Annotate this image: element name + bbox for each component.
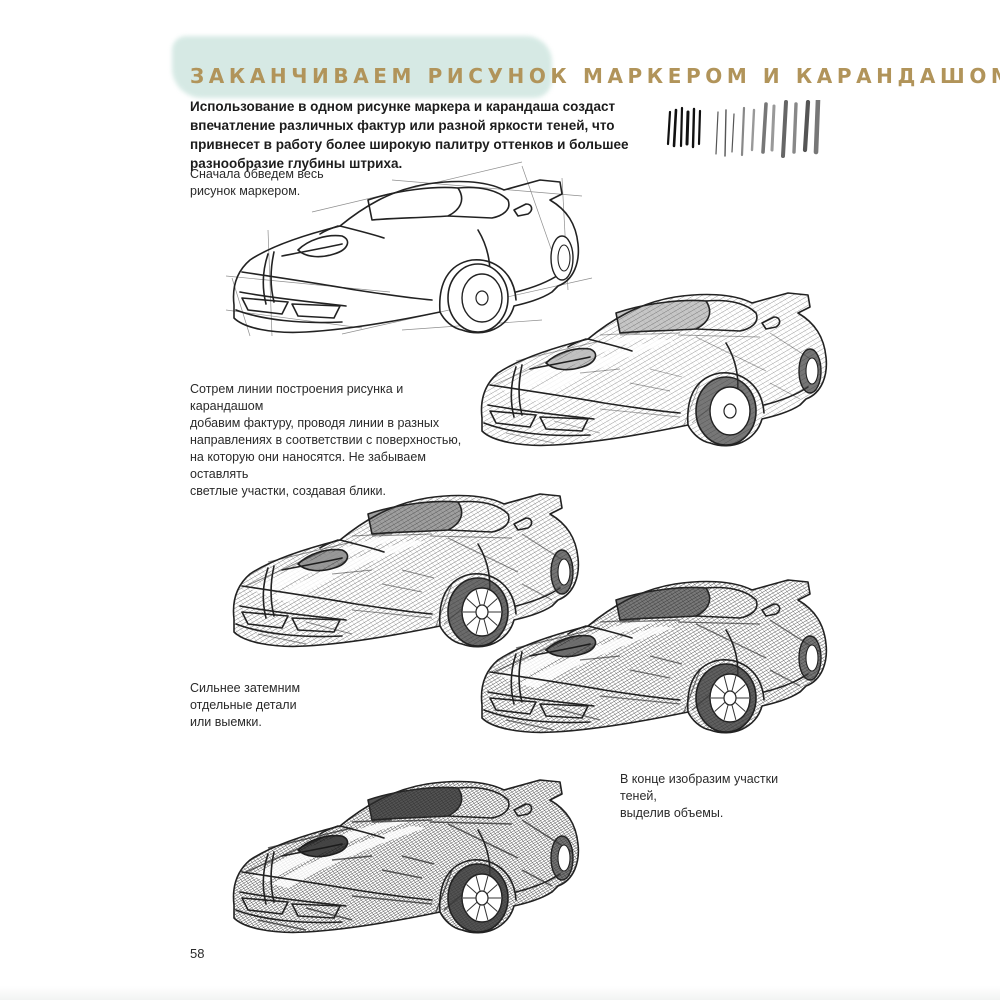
windshield — [368, 501, 462, 534]
rear-wheel — [550, 835, 574, 881]
car-step2-drawing — [480, 292, 828, 447]
page-title: ЗАКАНЧИВАЕМ РИСУНОК МАРКЕРОМ И КАРАНДАШО… — [190, 64, 1000, 88]
rear-wheel — [798, 348, 822, 394]
step2-caption: Сотрем линии построения рисунка и каранд… — [190, 382, 462, 498]
windshield — [616, 300, 710, 333]
car-step3-drawing — [232, 493, 580, 648]
page-bottom-edge — [0, 986, 1000, 1000]
pencil-strokes — [715, 100, 821, 158]
windshield — [616, 587, 710, 620]
front-wheel — [695, 376, 757, 446]
car-step1-drawing — [225, 161, 593, 337]
windshield — [368, 188, 462, 221]
step1-caption: Сначала обведем весь рисунок маркером. — [190, 167, 324, 198]
car-step4-drawing — [480, 579, 828, 734]
stroke-swatches — [666, 100, 821, 158]
front-wheel — [447, 863, 509, 933]
car-detail-lines — [235, 500, 561, 638]
car-detail-lines — [235, 186, 561, 324]
intro-paragraph: Использование в одном рисунке маркера и … — [190, 99, 629, 171]
headlight — [546, 635, 596, 657]
title-watercolor-wash — [172, 36, 552, 98]
page-number: 58 — [190, 946, 205, 961]
step4-caption: В конце изобразим участки теней, выделив… — [620, 772, 779, 820]
pencil-hatching — [493, 332, 821, 444]
step3-caption: Сильнее затемним отдельные детали или вы… — [190, 681, 301, 729]
car-step5-drawing — [232, 779, 580, 934]
headlight — [298, 236, 348, 257]
pencil-hatching — [245, 533, 573, 645]
front-wheel — [447, 577, 509, 647]
rear-wheel — [550, 235, 574, 281]
front-wheel — [447, 263, 509, 333]
car-detail-lines — [483, 299, 809, 437]
headlight — [298, 549, 348, 571]
rear-wheel — [798, 635, 822, 681]
headlight — [298, 835, 348, 857]
headlight — [546, 348, 596, 370]
front-wheel — [695, 663, 757, 733]
windshield — [368, 787, 462, 820]
rear-wheel — [550, 549, 574, 595]
marker-strokes — [666, 106, 702, 149]
